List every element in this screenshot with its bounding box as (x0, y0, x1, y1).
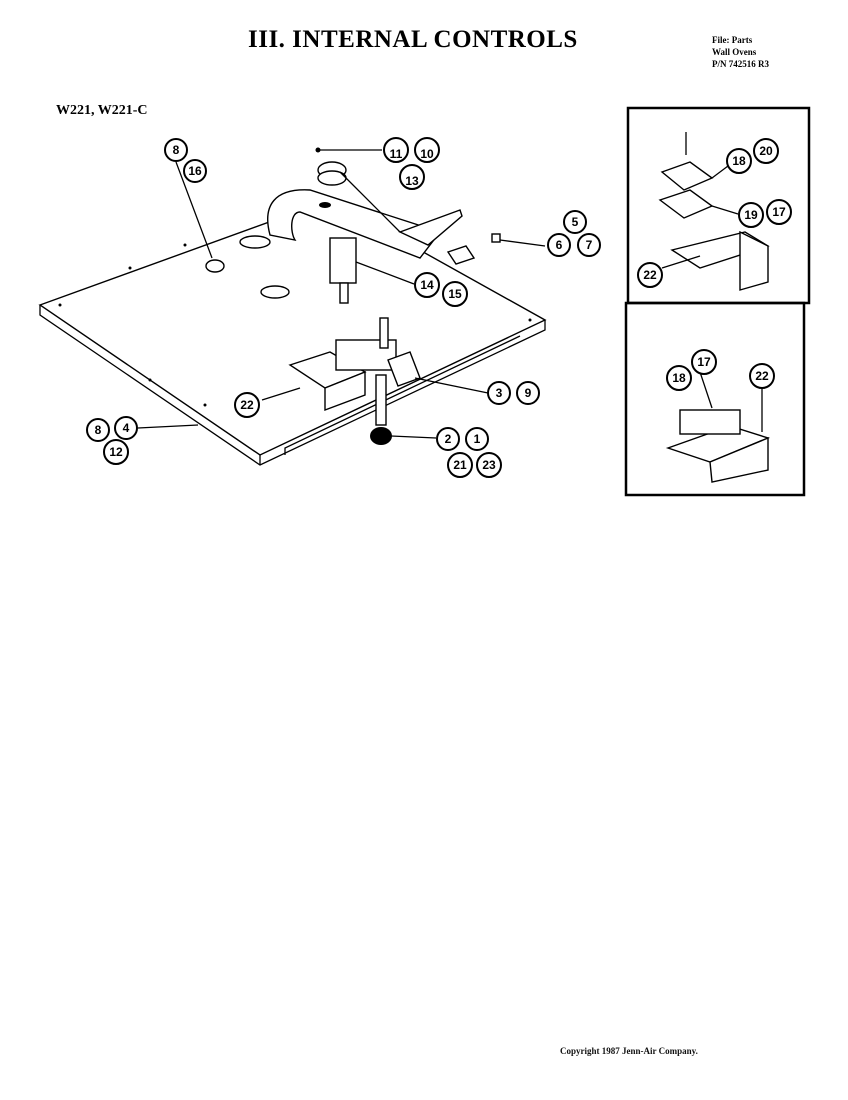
svg-text:12: 12 (109, 445, 123, 459)
callout-10: 10 (414, 137, 440, 163)
small-clip (205, 259, 225, 273)
svg-text:20: 20 (759, 144, 773, 158)
callout-5: 5 (563, 210, 587, 234)
callout-14: 14 (414, 272, 440, 298)
svg-text:17: 17 (772, 205, 786, 219)
callout-16-top: 16 (183, 159, 207, 183)
callout-17-inset-bottom: 17 (691, 349, 717, 375)
callout-23: 23 (476, 452, 502, 478)
model-label: W221, W221-C (56, 103, 148, 118)
svg-text:4: 4 (123, 421, 130, 435)
callout-22-inset-bottom: 22 (749, 363, 775, 389)
svg-text:22: 22 (643, 268, 657, 282)
svg-text:7: 7 (586, 238, 593, 252)
svg-text:1: 1 (474, 432, 481, 446)
file-info: File: Parts Wall Ovens P/N 742516 R3 (712, 34, 769, 70)
svg-text:6: 6 (556, 238, 563, 252)
page-title: III. INTERNAL CONTROLS (248, 26, 578, 53)
file-line: File: Parts (712, 35, 753, 45)
svg-text:10: 10 (420, 147, 434, 161)
svg-text:17: 17 (697, 355, 711, 369)
callout-21: 21 (447, 452, 473, 478)
callout-18-inset-bottom: 18 (666, 365, 692, 391)
callout-11: 11 (383, 137, 409, 163)
callout-20: 20 (753, 138, 779, 164)
callout-6: 6 (547, 233, 571, 257)
ignitor-cylinder (329, 237, 357, 304)
file-line: P/N 742516 R3 (712, 59, 769, 69)
callout-17-inset-top: 17 (766, 199, 792, 225)
svg-text:18: 18 (672, 371, 686, 385)
callout-1: 1 (465, 427, 489, 451)
svg-text:15: 15 (448, 287, 462, 301)
file-line: Wall Ovens (712, 47, 757, 57)
callout-19: 19 (738, 202, 764, 228)
svg-text:8: 8 (95, 423, 102, 437)
inset-top-parts (658, 132, 770, 291)
callout-22-main: 22 (234, 392, 260, 418)
thermostat-disc (315, 147, 347, 186)
callout-12: 12 (103, 439, 129, 465)
callout-22-inset-top: 22 (637, 262, 663, 288)
callout-2: 2 (436, 427, 460, 451)
bracket-right (446, 233, 501, 265)
svg-text:5: 5 (572, 215, 579, 229)
svg-text:14: 14 (420, 278, 434, 292)
inset-box-bottom (624, 301, 806, 497)
vent-duct (267, 189, 463, 259)
svg-text:23: 23 (482, 458, 496, 472)
svg-text:3: 3 (496, 386, 503, 400)
svg-text:13: 13 (405, 174, 419, 188)
callout-4: 4 (114, 416, 138, 440)
svg-text:16: 16 (188, 164, 202, 178)
svg-text:9: 9 (525, 386, 532, 400)
callout-9: 9 (516, 381, 540, 405)
svg-text:19: 19 (744, 208, 758, 222)
callout-8-left: 8 (86, 418, 110, 442)
callout-3: 3 (487, 381, 511, 405)
callout-8-top: 8 (164, 138, 188, 162)
svg-text:21: 21 (453, 458, 467, 472)
callout-15: 15 (442, 281, 468, 307)
svg-text:11: 11 (390, 147, 403, 161)
callout-13: 13 (399, 164, 425, 190)
inset-bottom-parts (665, 371, 771, 483)
svg-text:22: 22 (755, 369, 769, 383)
copyright-notice: Copyright 1987 Jenn-Air Company. (560, 1046, 698, 1056)
svg-text:18: 18 (732, 154, 746, 168)
svg-text:2: 2 (445, 432, 452, 446)
leader-lines (137, 149, 546, 439)
svg-text:22: 22 (240, 398, 254, 412)
callout-7: 7 (577, 233, 601, 257)
svg-text:8: 8 (173, 143, 180, 157)
switch-assembly (288, 317, 421, 445)
callout-18-inset-top: 18 (726, 148, 752, 174)
